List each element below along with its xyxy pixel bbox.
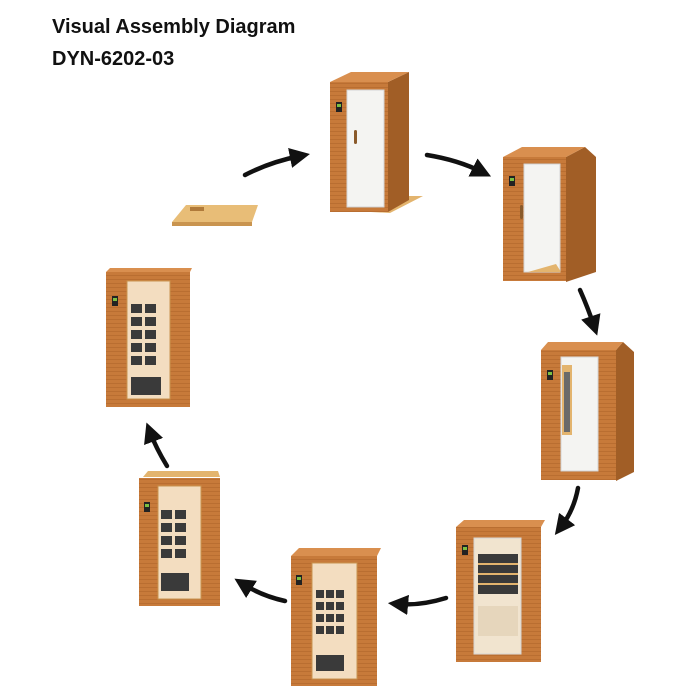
diagram-title: Visual Assembly Diagram	[52, 16, 296, 38]
model-number: DYN-6202-03	[52, 48, 175, 70]
front-heaters-icon	[291, 548, 381, 686]
roof-panel-icon	[139, 471, 220, 606]
front-wall-with-door-icon	[330, 72, 423, 213]
floor-panel-icon	[172, 205, 258, 226]
bench-and-heaters-icon	[456, 520, 545, 662]
completed-sauna-icon	[106, 268, 192, 407]
side-walls-icon	[503, 147, 596, 282]
back-heater-wall-icon	[541, 342, 634, 481]
curved-arrow-icon	[144, 148, 601, 615]
